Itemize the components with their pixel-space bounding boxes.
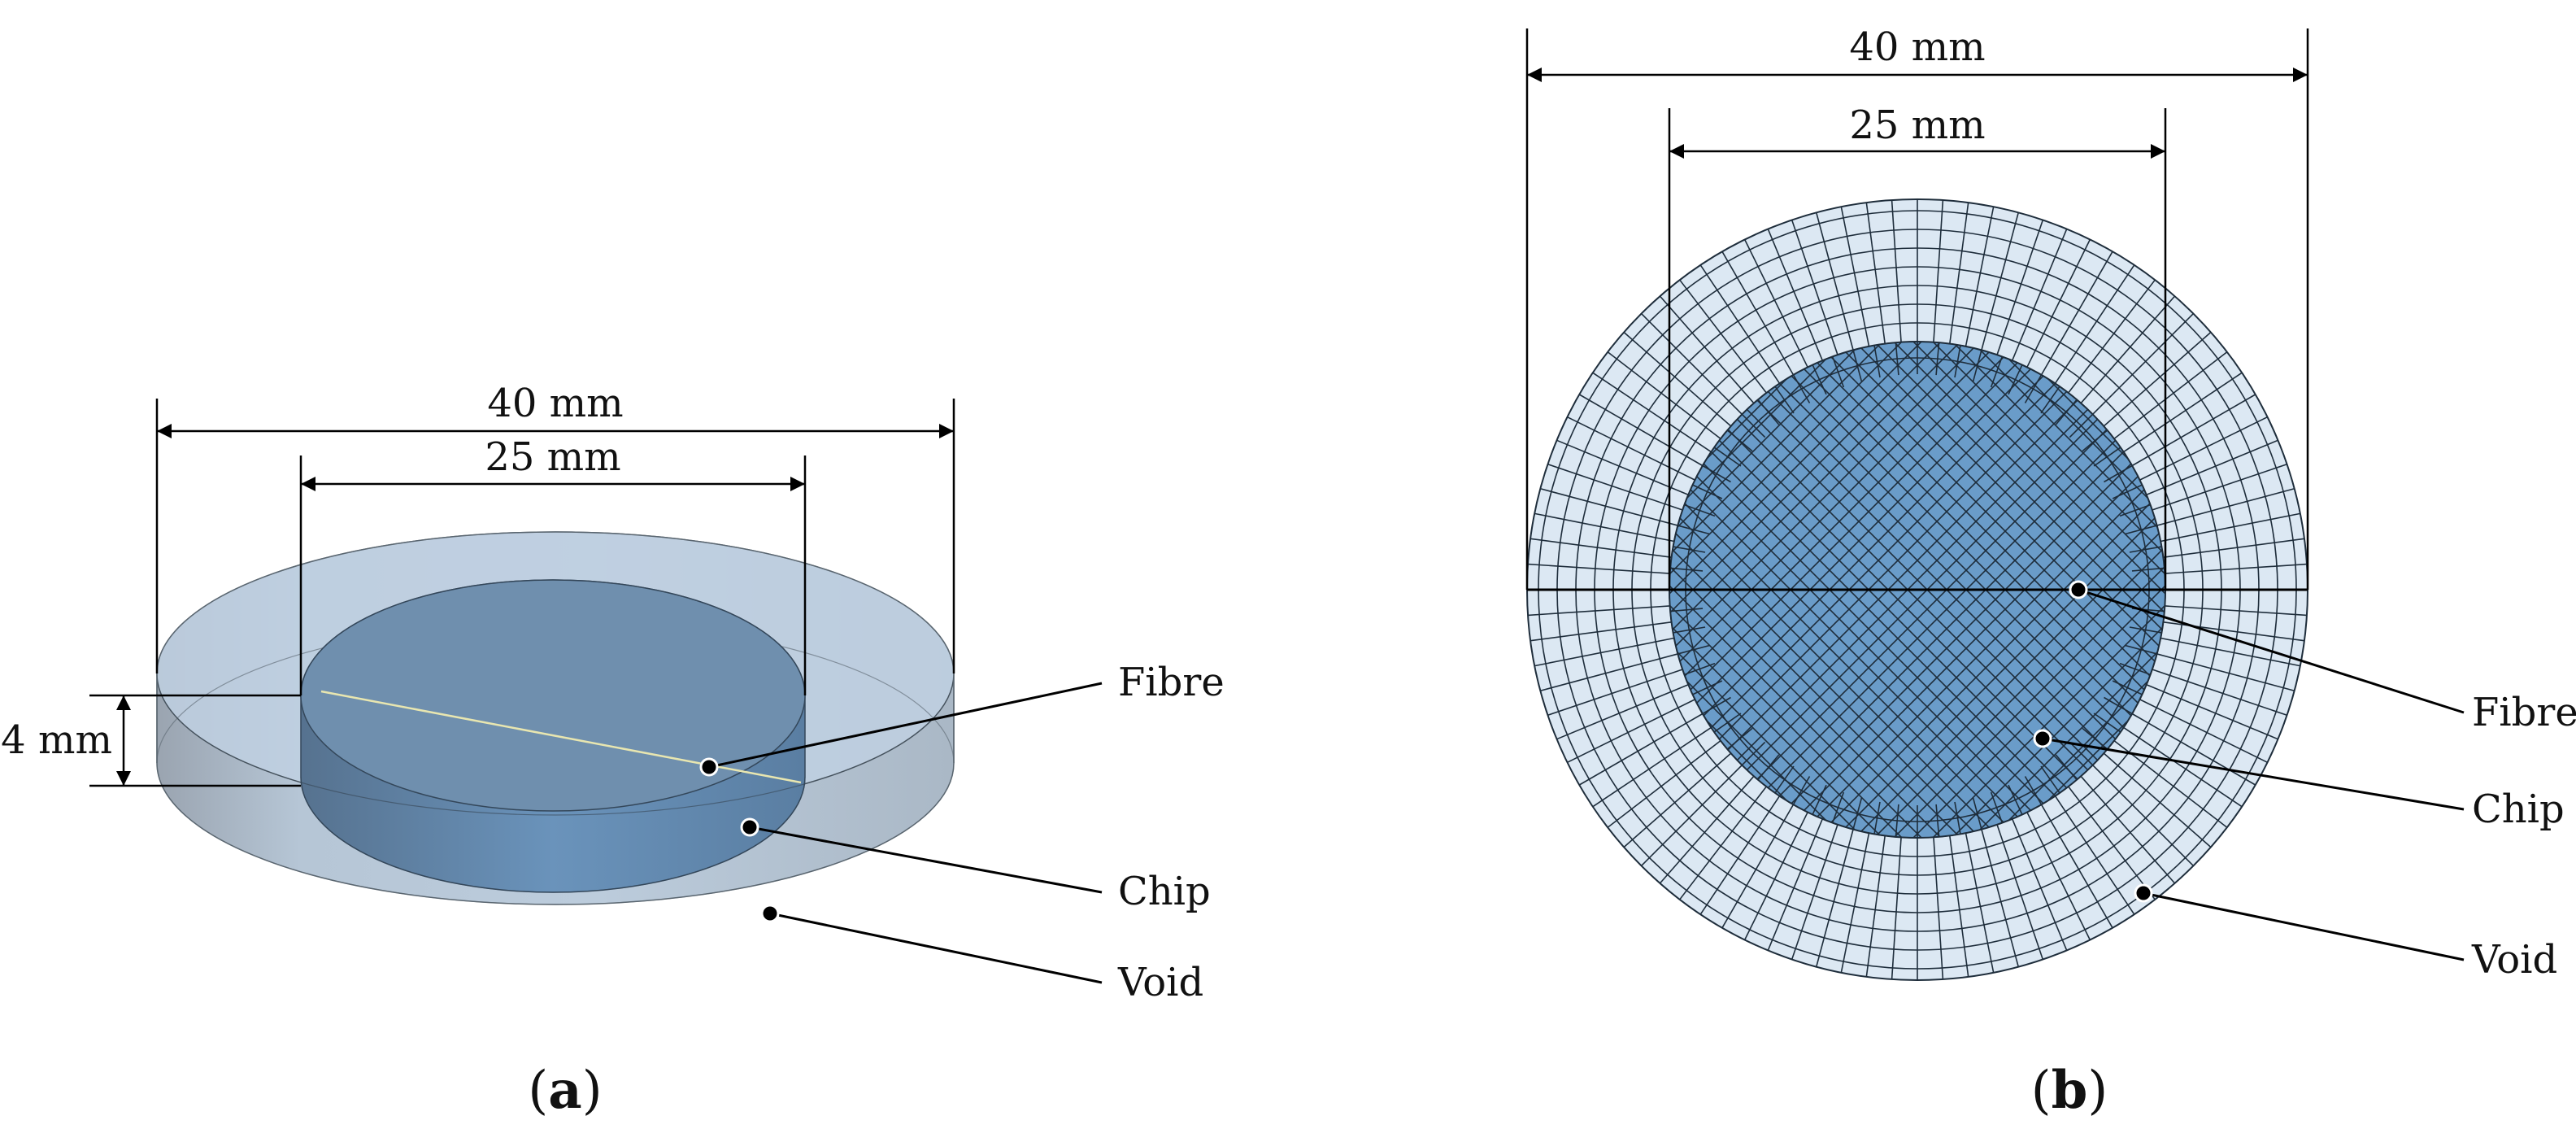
fibre-line-3d — [320, 690, 802, 784]
a-dim-25mm-label: 25 mm — [485, 434, 620, 480]
a-dim-40mm-label: 40 mm — [487, 381, 623, 426]
panel-a-3d-model — [156, 531, 955, 905]
panel-b-leaders — [2042, 588, 2465, 961]
a-label-fibre: Fibre — [1118, 660, 1225, 705]
void-top-edge-through-chip — [156, 673, 955, 816]
b-label-fibre: Fibre — [2472, 690, 2576, 735]
panel-b-caption: (b) — [2031, 1060, 2108, 1121]
b-void-leader — [2143, 891, 2465, 961]
b-label-chip: Chip — [2472, 787, 2565, 832]
panel-a-leader-dots — [699, 757, 780, 923]
panel-a-leaders — [708, 682, 1103, 984]
panel-a-dimensions — [89, 399, 955, 787]
b-dim-25mm-label: 25 mm — [1849, 102, 1985, 148]
a-fibre-leader — [708, 682, 1103, 769]
panel-b-leader-dots — [2033, 580, 2153, 903]
b-dim-40mm-label: 40 mm — [1849, 24, 1985, 70]
b-label-void: Void — [2471, 937, 2557, 983]
panel-a-caption: (a) — [528, 1060, 602, 1121]
a-label-chip: Chip — [1118, 869, 1211, 914]
a-dim-4mm-label: 4 mm — [1, 717, 112, 763]
b-chip-leader — [2042, 737, 2465, 811]
a-chip-leader — [749, 826, 1103, 894]
panel-b-dimensions — [1525, 28, 2309, 590]
a-label-void: Void — [1117, 960, 1203, 1005]
a-void-leader — [769, 912, 1103, 984]
b-fibre-leader — [2078, 588, 2465, 714]
panel-b-mesh-model — [1526, 198, 2308, 981]
chip-cylinder-top — [300, 579, 806, 812]
